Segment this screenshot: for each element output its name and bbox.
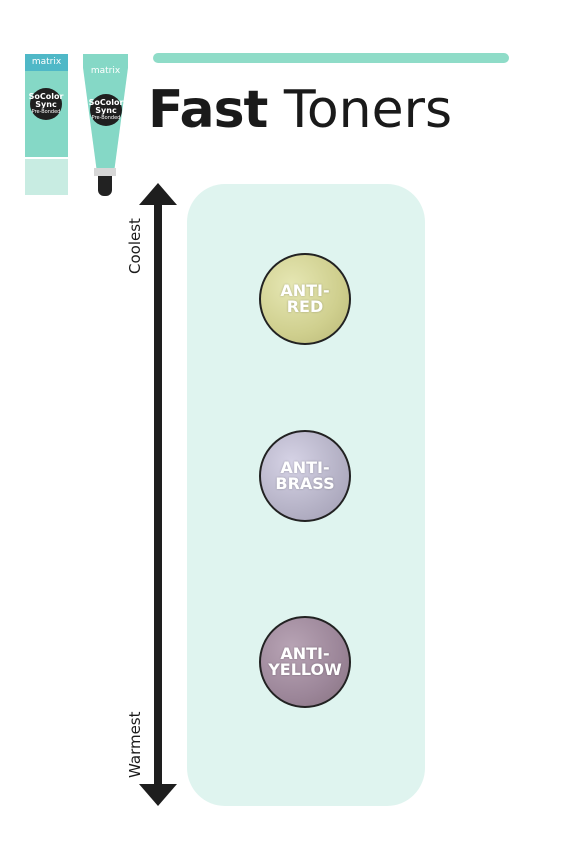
swatch-line1: ANTI- [280,644,330,663]
swatch-line1: ANTI- [280,281,330,300]
swatch-line1: ANTI- [280,458,330,477]
warmest-label: Warmest [126,711,144,778]
badge-line1: SoColor [28,92,64,101]
box-bottom [25,159,68,195]
badge-line2: Sync [35,100,57,109]
swatch-line2: RED [286,297,324,316]
brand-logo: matrix [25,54,68,71]
box-divider [25,157,68,159]
title-light: Toners [283,80,453,140]
toner-swatch-anti-red: ANTI- RED [259,253,351,345]
page-title: Fast Toners [148,80,452,140]
arrow-down-icon [139,784,177,806]
scale-arrow-shaft [154,200,162,788]
tube-badge-line1: SoColor [88,98,124,107]
product-box-image: matrix SoColor Sync Pre-Bonded [25,54,68,195]
product-badge: SoColor Sync Pre-Bonded [28,88,64,120]
tube-cap [98,176,112,196]
arrow-up-icon [139,183,177,205]
toner-swatch-anti-yellow: ANTI- YELLOW [259,616,351,708]
swatch-line2: YELLOW [268,660,342,679]
title-bold: Fast [148,80,268,140]
swatch-line2: BRASS [275,474,335,493]
tube-badge: SoColor Sync Pre-Bonded [88,94,124,126]
accent-bar [153,53,509,63]
tube-badge-line2: Sync [95,106,117,115]
tube-neck [94,168,116,176]
tube-brand-logo: matrix [90,66,121,76]
badge-line3: Pre-Bonded [31,109,61,115]
coolest-label: Coolest [126,218,144,274]
product-tube-image: matrix SoColor Sync Pre-Bonded [83,54,128,169]
tube-badge-line3: Pre-Bonded [91,115,121,121]
toner-swatch-anti-brass: ANTI- BRASS [259,430,351,522]
